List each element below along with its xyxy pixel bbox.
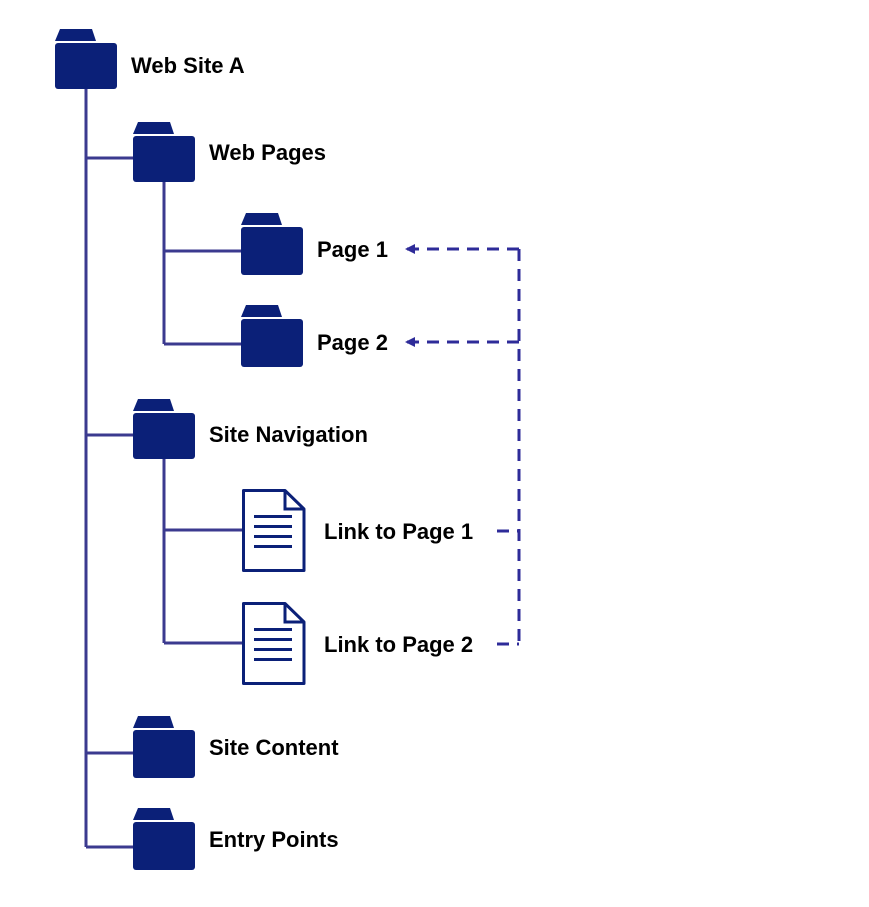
folder-icon-page1	[241, 213, 303, 275]
tree-connectors	[84, 88, 242, 849]
dashed-links	[405, 244, 521, 646]
label-page1: Page 1	[317, 237, 388, 262]
folder-icon-web-pages	[133, 122, 195, 182]
label-entry-points: Entry Points	[209, 827, 339, 852]
label-page2: Page 2	[317, 330, 388, 355]
label-site-navigation: Site Navigation	[209, 422, 368, 447]
label-link1: Link to Page 1	[324, 519, 473, 544]
label-site-content: Site Content	[209, 735, 339, 760]
folder-icon-entry-points	[133, 808, 195, 870]
folder-icon-site-navigation	[133, 399, 195, 459]
label-link2: Link to Page 2	[324, 632, 473, 657]
document-icon-link1	[242, 489, 306, 572]
folder-icon-site-content	[133, 716, 195, 778]
folder-icon-page2	[241, 305, 303, 367]
label-web-pages: Web Pages	[209, 140, 326, 165]
label-web-site-a: Web Site A	[131, 53, 245, 78]
folder-icon-web-site-a	[55, 29, 117, 89]
document-icon-link2	[242, 602, 306, 685]
